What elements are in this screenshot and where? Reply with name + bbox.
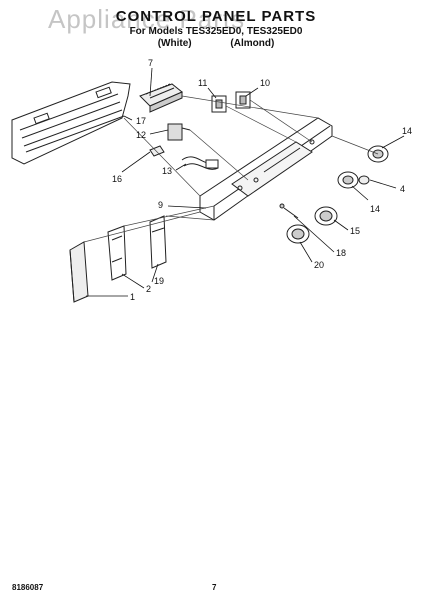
callout-labels: 7 11 10 17 12 16 13 9 14 4 14 15 18 20 1…: [112, 58, 412, 302]
part-2-bracket: [107, 225, 127, 281]
part-16-clip: [149, 145, 165, 157]
part-number: 8186087: [12, 583, 44, 592]
callout-11: 11: [198, 78, 207, 88]
part-11-switch: [211, 95, 227, 113]
callout-20: 20: [314, 260, 324, 270]
callout-9: 9: [158, 200, 163, 210]
callout-19: 19: [154, 276, 164, 286]
part-4-knob-insert: [358, 175, 370, 185]
callout-7: 7: [148, 58, 153, 68]
callout-10: 10: [260, 78, 270, 88]
callout-1: 1: [130, 292, 135, 302]
callout-12: 12: [136, 130, 146, 140]
part-9-console-panel: [199, 117, 333, 221]
alignment-lines: [83, 95, 379, 243]
part-19-bracket: [149, 215, 167, 269]
callout-4: 4: [400, 184, 405, 194]
callout-14-middle: 14: [370, 204, 380, 214]
callout-13: 13: [162, 166, 172, 176]
part-18-shaft: [279, 203, 299, 219]
part-20-knob: [286, 224, 310, 244]
part-12-relay: [167, 123, 191, 141]
callout-14-upper: 14: [402, 126, 412, 136]
callout-16: 16: [112, 174, 122, 184]
variant-white: (White): [157, 38, 192, 49]
color-variants: (White) (Almond): [0, 38, 432, 49]
part-13-wiring-harness: [181, 156, 219, 170]
callout-2: 2: [146, 284, 151, 294]
callout-17: 17: [136, 116, 146, 126]
part-17-vent-panel: [11, 81, 131, 165]
variant-almond: (Almond): [230, 38, 275, 49]
part-15-knob: [314, 206, 338, 226]
part-14-knob-middle: [337, 171, 359, 189]
callout-leaders: [86, 67, 405, 297]
model-numbers: For Models TES325ED0, TES325ED0: [129, 26, 303, 37]
page-number: 7: [212, 583, 217, 592]
part-7-display-module: [139, 83, 183, 113]
diagram-title: CONTROL PANEL PARTS: [115, 8, 317, 25]
part-1-end-cap: [69, 241, 89, 303]
watermark-text: Appliance Parts: [48, 4, 246, 34]
callout-15: 15: [350, 226, 360, 236]
callout-18: 18: [336, 248, 346, 258]
